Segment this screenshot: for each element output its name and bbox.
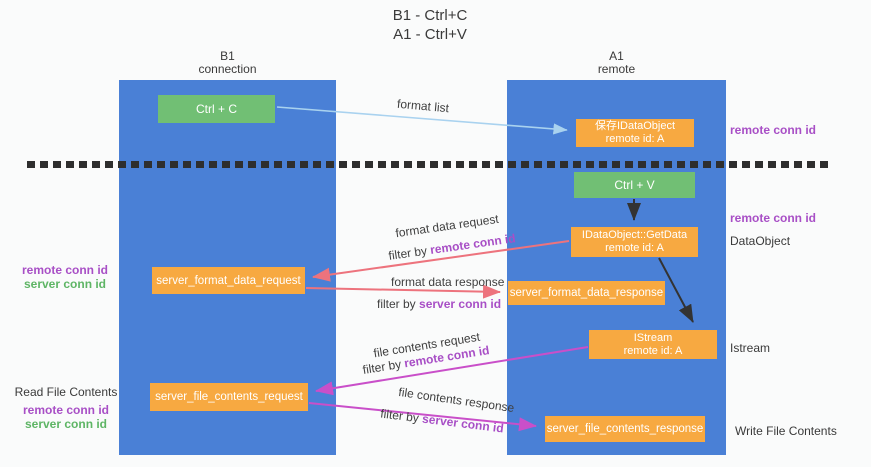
diagram-title: B1 - Ctrl+C A1 - Ctrl+V	[0, 6, 860, 44]
right-column-name: A1	[609, 49, 624, 63]
node-server-format-data-request: server_format_data_request	[152, 267, 305, 294]
node-ctrl-v: Ctrl + V	[574, 172, 695, 198]
title-line-2: A1 - Ctrl+V	[393, 26, 467, 43]
node-istream: IStream remote id: A	[589, 330, 717, 359]
node-server-file-contents-request: server_file_contents_request	[150, 383, 308, 411]
right-column-role: remote	[597, 62, 636, 76]
right-column-header: A1 remote	[507, 50, 726, 75]
filter-by-text: filter by	[379, 406, 420, 426]
node-save-idataobject: 保存IDataObject remote id: A	[576, 119, 694, 147]
format-data-response-text: format data response	[391, 275, 505, 289]
filter-by-text: filter by	[387, 243, 428, 263]
node-istream-line2: remote id: A	[623, 344, 683, 357]
annotation-dataobject: DataObject	[730, 234, 791, 248]
title-line-1: B1 - Ctrl+C	[392, 7, 468, 24]
phase-separator-dashed-line	[27, 161, 830, 168]
server-conn-id-text: server conn id	[419, 297, 502, 311]
node-server-format-data-response-label: server_format_data_response	[509, 287, 664, 299]
node-save-idataobject-line2: remote id: A	[605, 133, 665, 145]
filter-by-text: filter by	[377, 297, 416, 311]
node-server-format-data-response: server_format_data_response	[508, 281, 665, 305]
annotation-left-bottom-remote-conn-id: remote conn id	[22, 403, 109, 417]
annotation-left-server-conn-id: server conn id	[23, 277, 107, 291]
node-idataobject-getdata-line2: remote id: A	[605, 242, 664, 254]
node-server-file-contents-response: server_file_contents_response	[545, 416, 705, 442]
node-server-file-contents-response-label: server_file_contents_response	[546, 423, 704, 435]
left-column-header: B1 connection	[119, 50, 336, 75]
node-ctrl-v-label: Ctrl + V	[614, 178, 655, 192]
annotation-left-bottom-block: Read File Contents remote conn id server…	[14, 385, 118, 431]
format-list-text: format list	[396, 96, 450, 116]
node-server-file-contents-request-label: server_file_contents_request	[155, 391, 303, 403]
node-ctrl-c-label: Ctrl + C	[195, 102, 237, 116]
edge-label-format-list: format list	[396, 97, 449, 115]
annotation-read-file-contents: Read File Contents	[14, 385, 118, 399]
left-column-name: B1	[220, 49, 235, 63]
node-save-idataobject-line1: 保存IDataObject	[594, 120, 676, 132]
node-idataobject-getdata: IDataObject::GetData remote id: A	[571, 227, 698, 257]
annotation-remote-conn-id-mid: remote conn id	[730, 211, 817, 225]
node-server-format-data-request-label: server_format_data_request	[156, 274, 301, 287]
node-idataobject-getdata-line1: IDataObject::GetData	[581, 229, 688, 241]
annotation-left-bottom-server-conn-id: server conn id	[24, 417, 108, 431]
annotation-remote-conn-id-top: remote conn id	[730, 123, 817, 137]
server-conn-id-text: server conn id	[421, 411, 505, 436]
edge-label-format-data-response: format data response	[391, 275, 504, 289]
remote-conn-id-text: remote conn id	[429, 231, 517, 257]
annotation-istream: Istream	[730, 341, 771, 355]
node-ctrl-c: Ctrl + C	[158, 95, 275, 123]
annotation-write-file-contents: Write File Contents	[735, 424, 837, 438]
annotation-left-remote-conn-id: remote conn id	[21, 263, 108, 277]
annotation-left-mid-block: remote conn id server conn id	[18, 263, 112, 291]
node-istream-line1: IStream	[633, 331, 673, 344]
filter-by-text: filter by	[361, 357, 403, 377]
edge-label-filter-server-1: filter by server conn id	[377, 297, 501, 311]
left-column-role: connection	[198, 62, 257, 76]
